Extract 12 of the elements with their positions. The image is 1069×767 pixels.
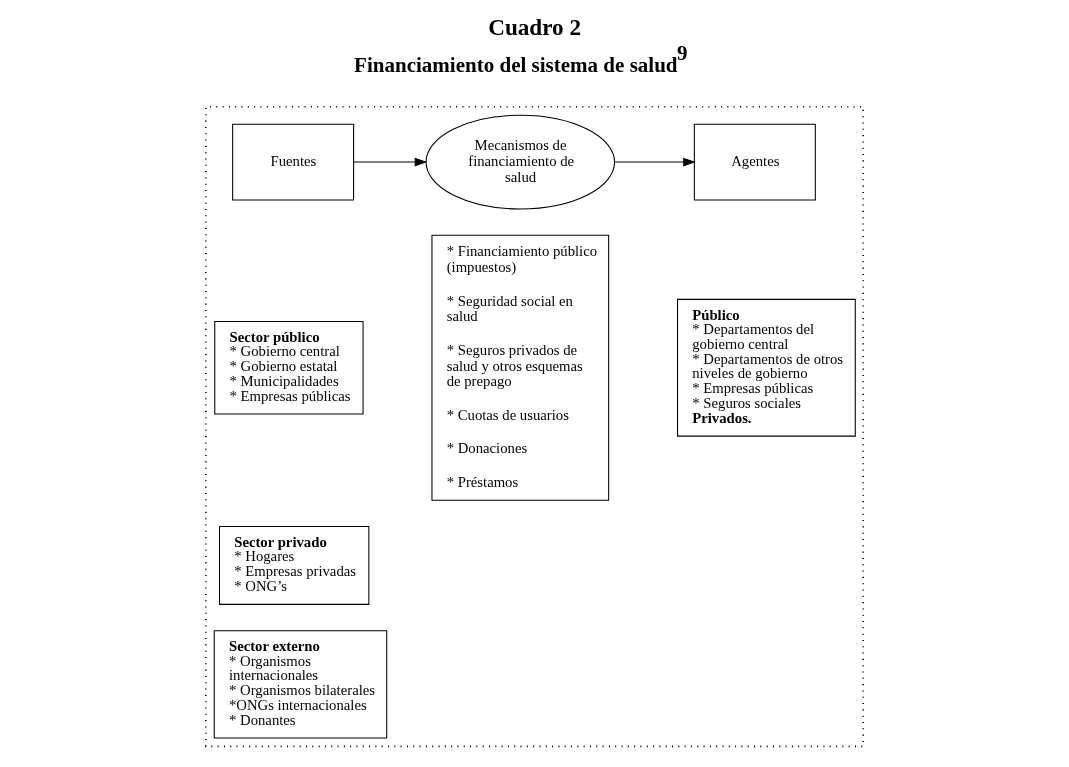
arrow — [614, 157, 696, 166]
node-box: Público * Departamentos del gobierno central * Departamentos de otros niveles de gobierno * Empresas públicas * Seguros sociales Privados. — [677, 298, 856, 437]
node-box: Agentes — [693, 123, 816, 200]
node-box: Fuentes — [232, 123, 355, 200]
diagram-title: Cuadro 2 — [488, 13, 581, 40]
node-ellipse: Mecanismos de financiamiento de salud — [425, 114, 616, 209]
node-box: Sector público * Gobierno central * Gobierno estatal * Municipalidades * Empresas públicas — [214, 320, 364, 415]
node-box: * Financiamiento público (impuestos) * Seguridad social en salud * Seguros privados de salud y otros esquemas de prepago * Cuotas de usuarios * Donaciones * Préstamos — [431, 234, 610, 501]
node-box: Sector privado * Hogares * Empresas privadas * ONG’s — [218, 525, 370, 605]
node-box: Sector externo * Organismos internacionales * Organismos bilaterales *ONGs internacionales * Donantes — [213, 629, 388, 738]
arrow — [353, 157, 428, 166]
cluster — [205, 105, 864, 747]
